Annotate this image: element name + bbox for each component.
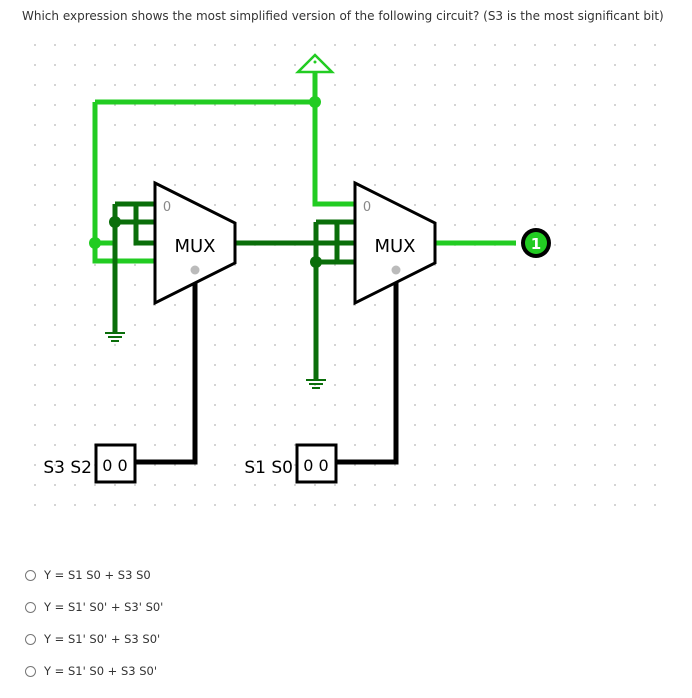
circuit-diagram: MUX 0 MUX 0 1 S3 S2 0 0 S1 S0 0 0	[34, 44, 656, 506]
input-pin-s1-s0[interactable]: S1 S0 0 0	[244, 443, 338, 484]
option-4[interactable]: Y = S1' S0 + S3 S0'	[25, 664, 157, 678]
grid-dots	[34, 44, 656, 506]
output-value: 1	[531, 235, 541, 253]
option-3-label: Y = S1' S0' + S3 S0'	[44, 632, 161, 646]
ground-icon	[105, 332, 125, 342]
mux-2-select-pin	[391, 265, 401, 275]
mux-1-select-pin	[190, 265, 200, 275]
wires-bright	[92, 68, 516, 264]
ground-icon	[306, 379, 326, 389]
junction-dots	[89, 96, 322, 268]
pin-right-value: 0 0	[303, 456, 328, 475]
option-2-label: Y = S1' S0' + S3' S0'	[44, 600, 164, 614]
pin-left-value: 0 0	[102, 456, 127, 475]
wires-select	[135, 282, 399, 465]
option-4-label: Y = S1' S0 + S3 S0'	[44, 664, 158, 678]
option-2[interactable]: Y = S1' S0' + S3' S0'	[25, 600, 163, 614]
mux-2-input-zero: 0	[363, 200, 371, 215]
radio-button[interactable]	[25, 601, 36, 613]
wires-dark	[112, 201, 356, 380]
option-1-label: Y = S1 S0 + S3 S0	[44, 568, 151, 582]
mux-1-label: MUX	[174, 236, 215, 257]
radio-button[interactable]	[25, 633, 36, 645]
radio-button[interactable]	[25, 569, 36, 581]
option-1[interactable]: Y = S1 S0 + S3 S0	[25, 568, 151, 582]
mux-2-label: MUX	[374, 236, 415, 257]
radio-button[interactable]	[25, 665, 36, 677]
pin-right-label: S1 S0	[244, 458, 293, 478]
pin-left-label: S3 S2	[43, 458, 92, 478]
mux-2: MUX 0	[353, 180, 437, 306]
option-3[interactable]: Y = S1' S0' + S3 S0'	[25, 632, 160, 646]
question-text: Which expression shows the most simplifi…	[22, 9, 664, 23]
mux-1: MUX 0	[153, 180, 237, 306]
input-pin-s3-s2[interactable]: S3 S2 0 0	[43, 443, 137, 484]
mux-1-input-zero: 0	[163, 200, 171, 215]
output-led: 1	[521, 228, 551, 258]
